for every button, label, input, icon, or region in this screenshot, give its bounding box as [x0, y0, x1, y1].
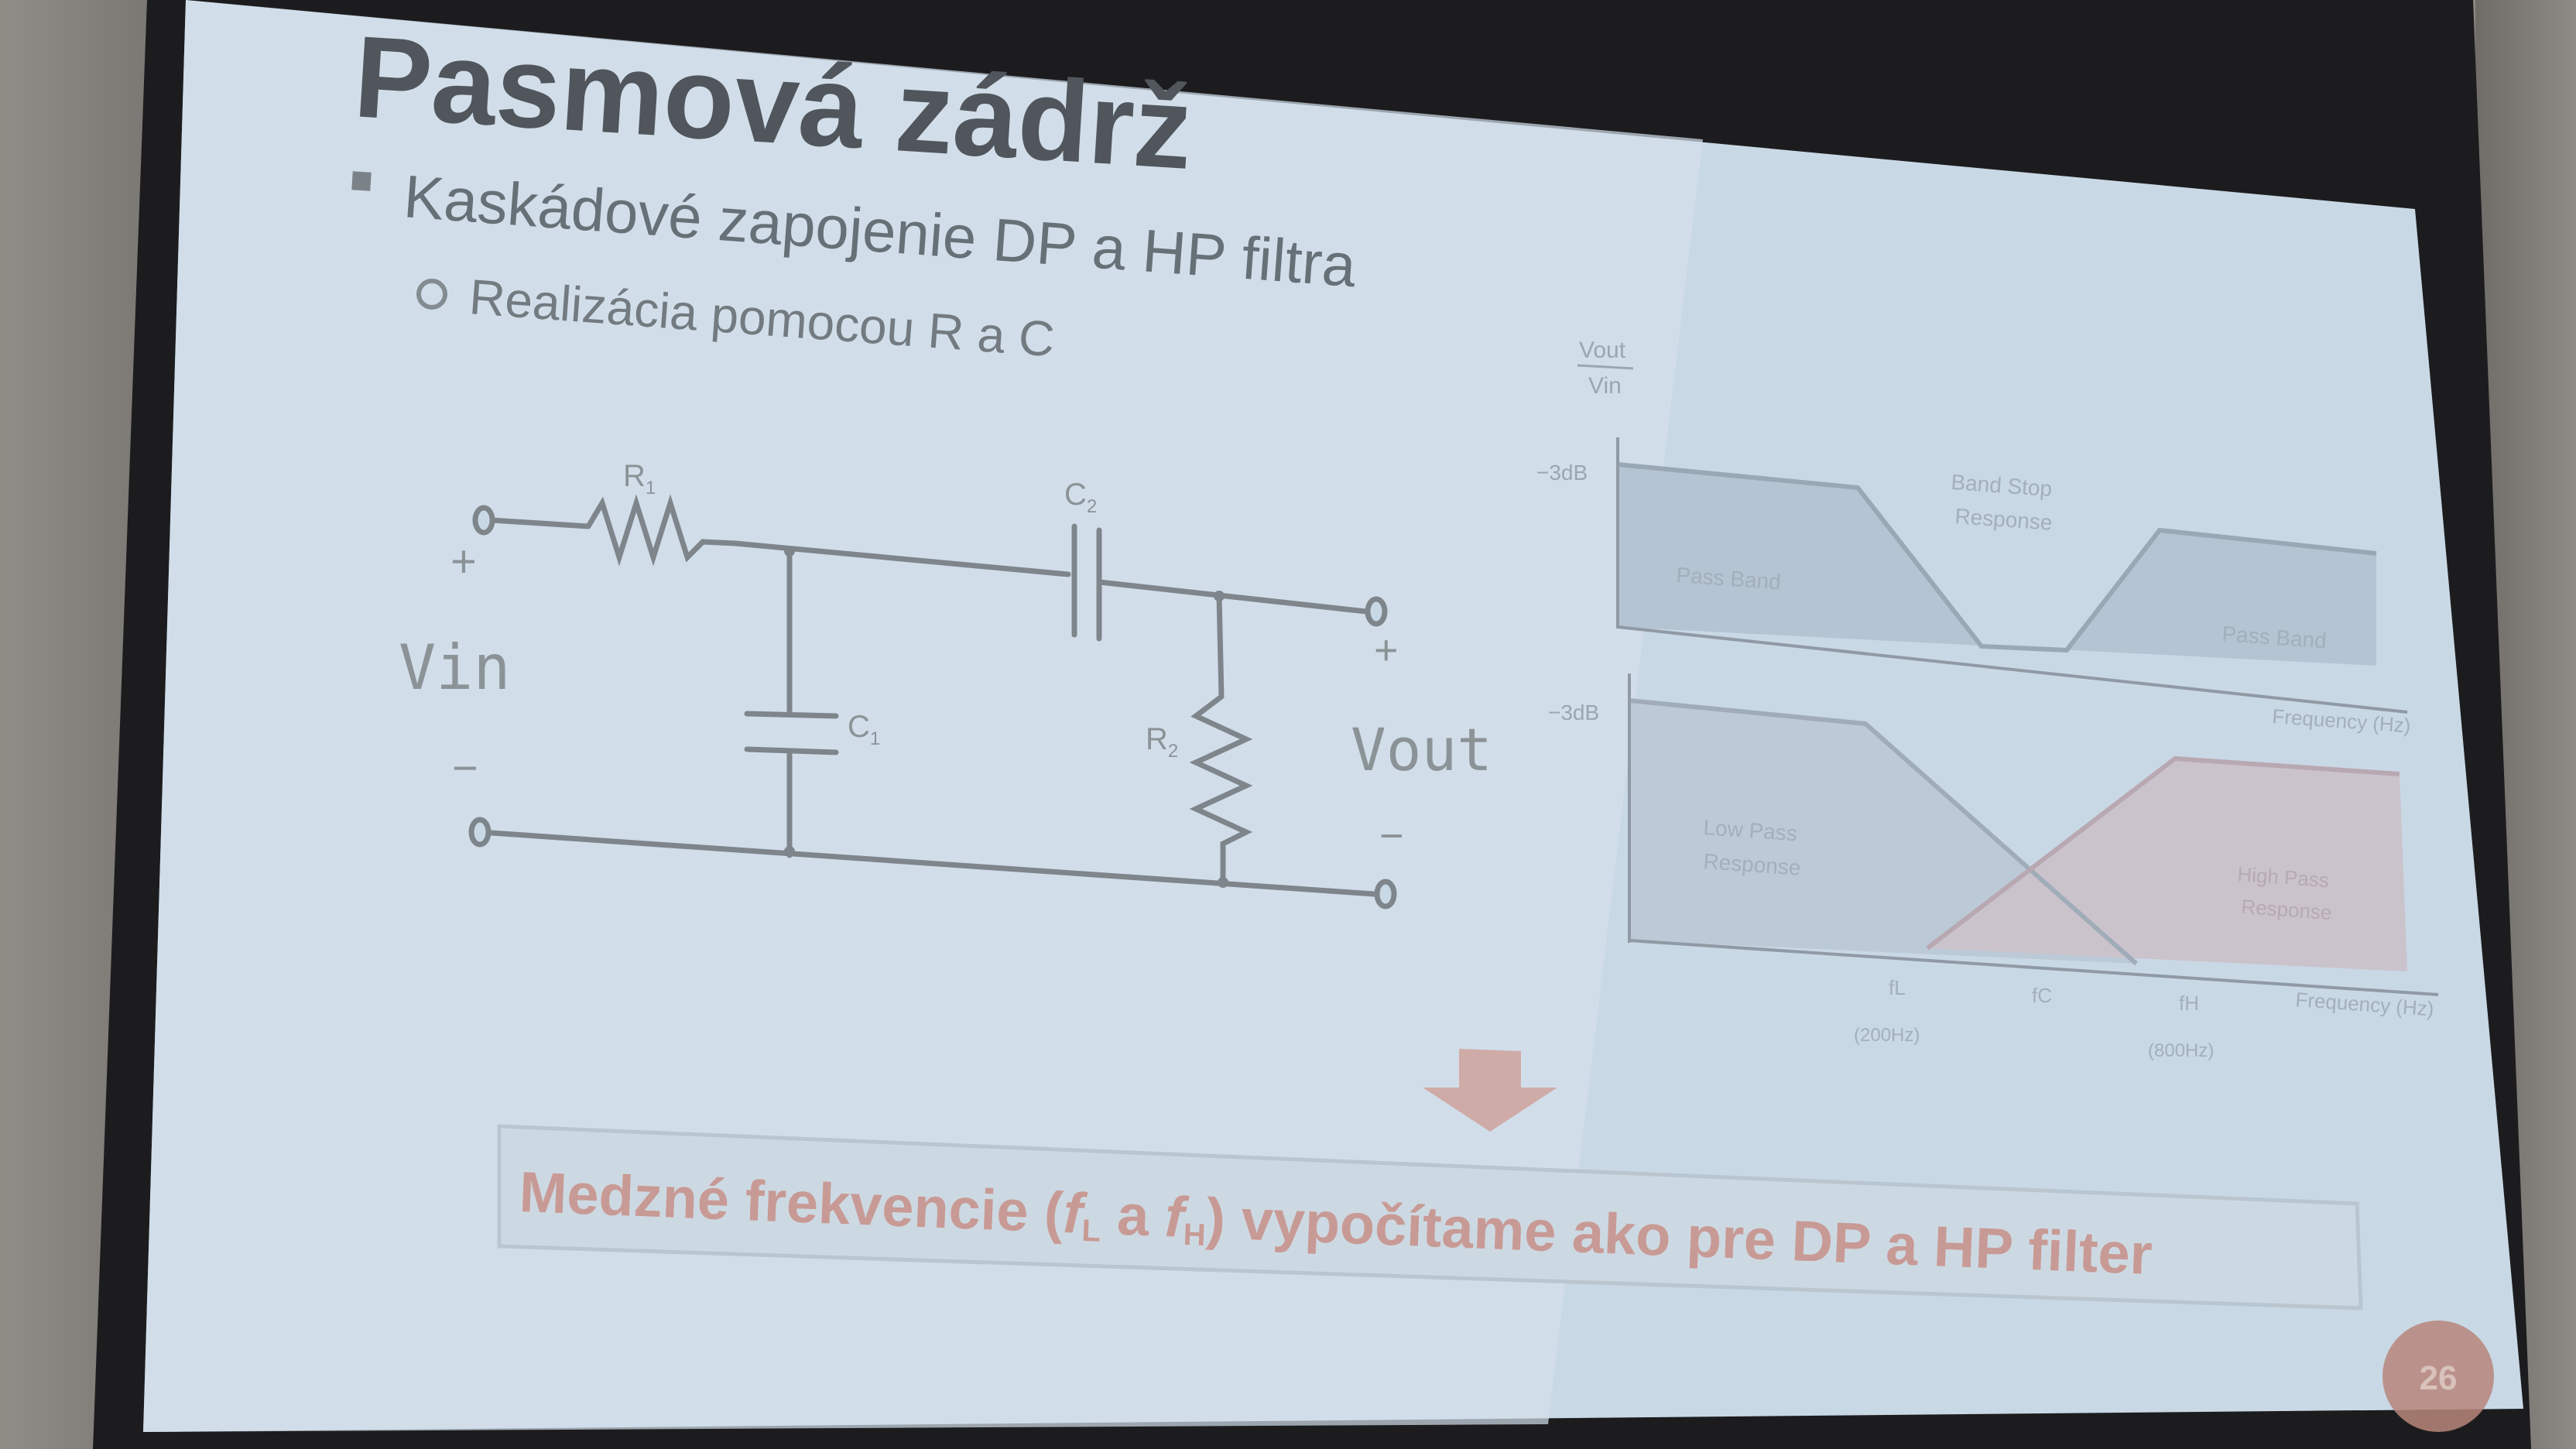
- capacitor-c1-plate-top: [744, 711, 839, 719]
- down-arrow-icon: [1423, 1049, 1557, 1132]
- resistor-r2: [1189, 694, 1253, 886]
- resistor-r1: [585, 494, 738, 567]
- tick-fc: fC: [2032, 984, 2052, 1007]
- label-vin: Vin: [399, 632, 511, 704]
- lp-hp-chart: −3dB Low Pass Response High Pass Respons…: [1548, 673, 2439, 1061]
- band-stop-y-label-num: Vout: [1579, 337, 1626, 363]
- high-pass-line: [1926, 755, 2400, 951]
- band-stop-response-line: [1617, 462, 2377, 653]
- tick-fl-value: (200Hz): [1854, 1025, 1920, 1046]
- rc-circuit-diagram: [477, 494, 1377, 897]
- page-number-badge: [2382, 1321, 2494, 1432]
- low-pass-line: [1629, 698, 2138, 966]
- tick-fh-value: (800Hz): [2148, 1040, 2214, 1061]
- highlight-box: [497, 1124, 2363, 1310]
- band-stop-db-label: −3dB: [1536, 461, 1588, 485]
- band-stop-response-area: [1618, 464, 2376, 666]
- tick-fh: fH: [2179, 992, 2199, 1015]
- label-c2: C2: [1064, 478, 1097, 517]
- label-vout-plus: +: [1374, 627, 1399, 673]
- label-r2: R2: [1146, 722, 1178, 762]
- band-stop-y-label-den: Vin: [1588, 373, 1622, 399]
- label-vout: Vout: [1351, 715, 1492, 784]
- page-number: 26: [2420, 1359, 2458, 1397]
- tick-fl: fL: [1889, 976, 1906, 999]
- high-pass-area: [1927, 759, 2407, 971]
- bullet-square-icon: [351, 171, 372, 191]
- label-vout-minus: −: [1379, 813, 1404, 859]
- lp-hp-db-label: −3dB: [1548, 701, 1599, 724]
- label-vin-minus: −: [452, 743, 478, 793]
- circuit-terminals: [468, 505, 1397, 909]
- label-vin-plus: +: [450, 536, 477, 587]
- label-r1: R1: [623, 459, 656, 498]
- bullet-circle-icon: [416, 279, 447, 310]
- label-c1: C1: [848, 710, 880, 749]
- slide-glare: [143, 0, 1703, 1432]
